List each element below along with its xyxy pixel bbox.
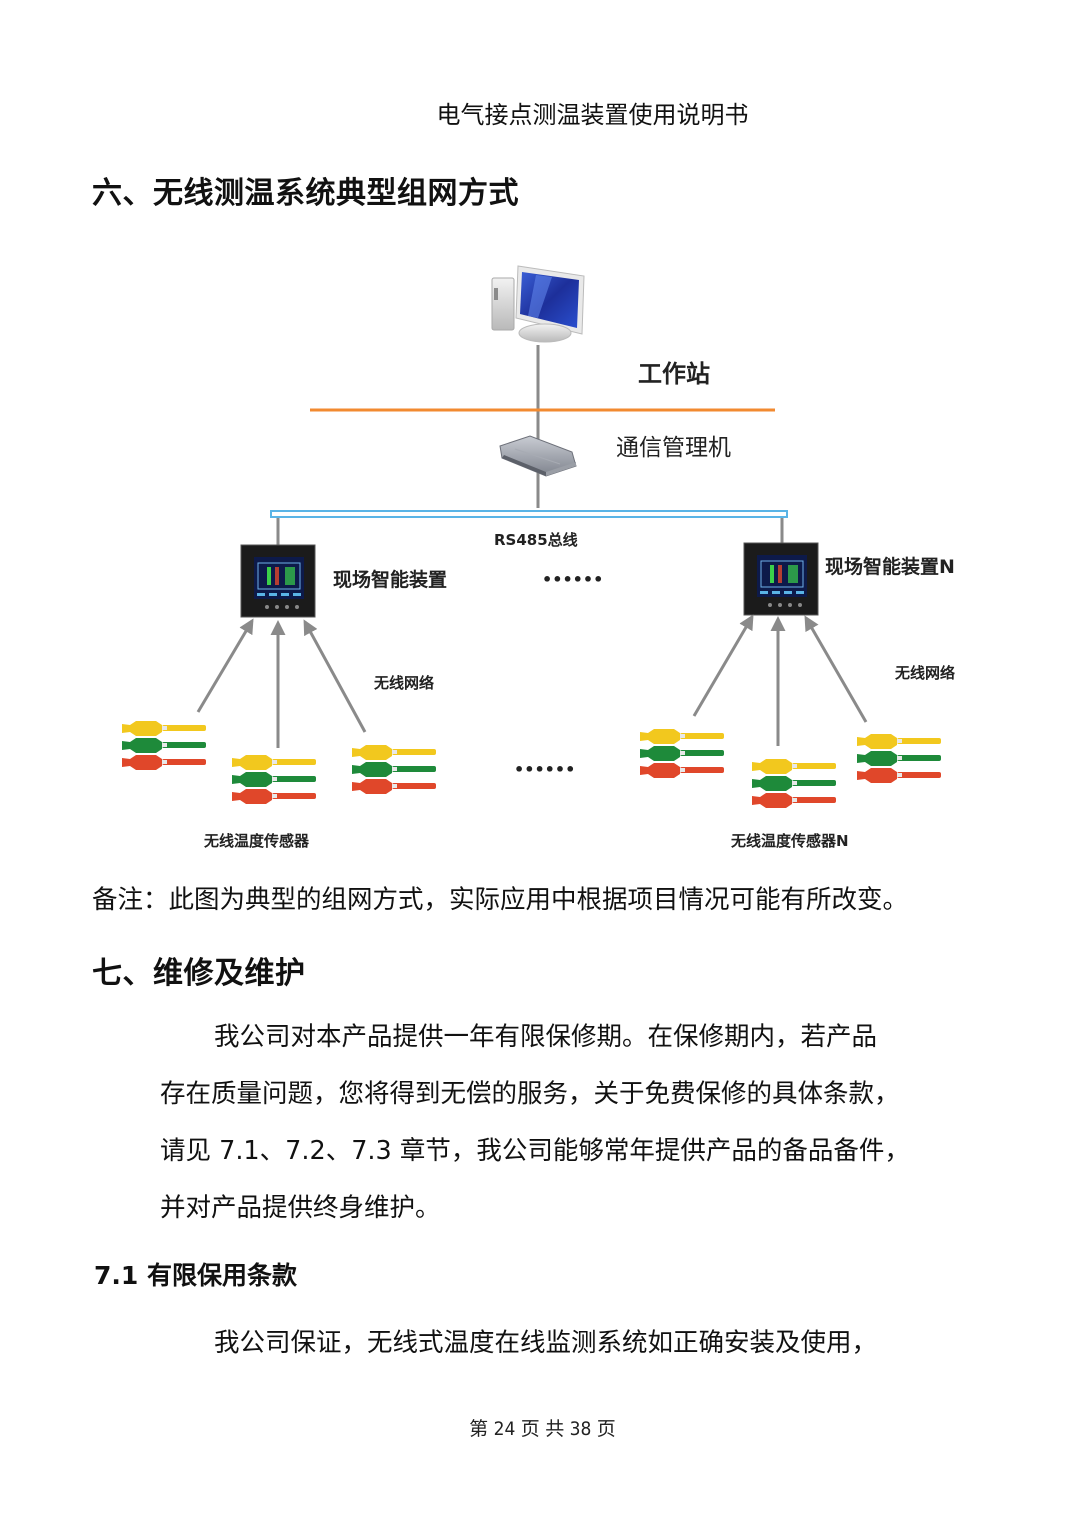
workstation-label: 工作站 <box>638 360 710 388</box>
subsection-7-1-heading: 7.1 有限保用条款 <box>94 1261 297 1290</box>
comm-manager-router-icon <box>499 435 577 477</box>
section-7-heading: 七、维修及维护 <box>92 956 306 991</box>
field-device-label: 现场智能装置 <box>333 568 447 591</box>
section-6-heading: 六、无线测温系统典型组网方式 <box>92 176 519 211</box>
wireless-arrow <box>303 619 367 733</box>
rs485-bus <box>270 510 788 518</box>
wireless-temperature-sensor-icon <box>752 759 836 808</box>
paragraph-line: 我公司保证，无线式温度在线监测系统如正确安装及使用， <box>214 1328 878 1358</box>
wireless-temperature-sensor-icon <box>232 755 316 804</box>
paragraph-line: 存在质量问题，您将得到无偿的服务，关于免费保修的具体条款， <box>160 1079 900 1109</box>
wireless-arrow <box>196 618 254 713</box>
field-device-n-label: 现场智能装置N <box>825 555 955 578</box>
field-device-icon <box>240 544 316 618</box>
field-device-n-icon <box>743 542 819 616</box>
wireless-sensor-label: 无线温度传感器 <box>203 832 310 850</box>
wireless-temperature-sensor-icon <box>122 721 206 770</box>
wireless-temperature-sensor-icon <box>352 745 436 794</box>
page-number-footer: 第 24 页 共 38 页 <box>469 1418 616 1440</box>
running-header: 电气接点测温装置使用说明书 <box>436 101 749 129</box>
workstation-computer-icon <box>491 265 585 343</box>
paragraph-line: 并对产品提供终身维护。 <box>160 1193 441 1223</box>
wireless-temperature-sensor-icon <box>640 729 724 778</box>
wireless-arrow <box>692 614 754 717</box>
wireless-sensor-n-label: 无线温度传感器N <box>730 832 849 850</box>
rs485-bus-label: RS485总线 <box>494 531 578 549</box>
diagram-note: 备注：此图为典型的组网方式，实际应用中根据项目情况可能有所改变。 <box>92 885 909 915</box>
network-topology-diagram: 工作站 通信管理机 RS485总线 现场智能装置 •••••• <box>122 265 955 850</box>
wireless-network-label: 无线网络 <box>373 674 434 692</box>
paragraph-line: 请见 7.1、7.2、7.3 章节，我公司能够常年提供产品的备品备件， <box>160 1136 910 1166</box>
ellipsis-devices: •••••• <box>542 570 603 589</box>
wireless-network-n-label: 无线网络 <box>894 664 955 682</box>
wireless-arrow <box>804 615 868 723</box>
paragraph-line: 我公司对本产品提供一年有限保修期。在保修期内，若产品 <box>214 1022 878 1052</box>
wireless-temperature-sensor-icon <box>857 734 941 783</box>
ellipsis-sensors: •••••• <box>514 760 575 779</box>
comm-manager-label: 通信管理机 <box>616 435 731 461</box>
